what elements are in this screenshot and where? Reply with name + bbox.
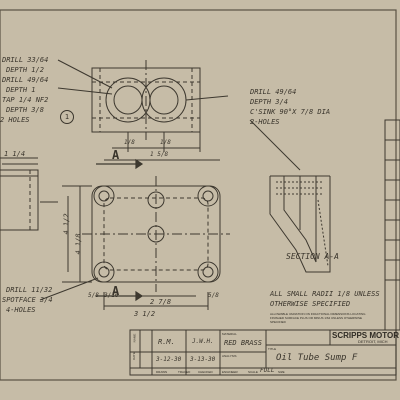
section-mark-bottom: A — [112, 284, 120, 298]
bottom-note-1: DRILL 11/32 — [6, 286, 53, 294]
top-dim-1: 1/8 — [124, 139, 135, 146]
plan-dim-5: 5/8 — [88, 292, 99, 299]
circle-mark: 1 — [60, 110, 74, 124]
footer-drawn: DRAWN — [156, 370, 168, 374]
radii-note-1: ALL SMALL RADII 1/8 UNLESS — [270, 290, 380, 298]
top-dim-3: 1 5/8 — [150, 151, 169, 158]
top-note-7: 2 HOLES — [0, 116, 30, 124]
row-label-date: DATE — [131, 352, 136, 360]
plan-dim-3: 2 7/8 — [150, 298, 172, 306]
section-markers — [96, 158, 144, 302]
drawing-title: Oil Tube Sump F — [276, 353, 358, 363]
plan-dim-7: 5/8 — [208, 292, 219, 299]
drawn-date: 3-12-30 — [156, 356, 182, 363]
traced-date: 3-13-30 — [190, 356, 216, 363]
tolerance-note-3: SPECIFIED — [270, 320, 286, 324]
company-location: DETROIT, MICH — [358, 339, 388, 344]
top-note-2: DEPTH 1/2 — [6, 66, 44, 74]
section-view — [249, 119, 331, 273]
footer-traced: TRACED — [178, 370, 191, 374]
right-note-3: C'SINK 90°X 7/8 DIA — [250, 108, 331, 116]
tolerance-note-1: ALLOWABLE VARIATION ON FRACTIONAL DIMENS… — [270, 312, 366, 316]
radii-note-2: OTHERWISE SPECIFIED — [270, 300, 351, 308]
right-note-1: DRILL 49/64 — [250, 88, 297, 96]
drawn-by: R.M. — [158, 338, 175, 346]
right-note-2: DEPTH 3/4 — [250, 98, 288, 106]
title-block-grid — [129, 329, 397, 376]
material-label: MATERIAL — [222, 332, 237, 336]
plan-dim-6: 3/16 — [104, 292, 119, 299]
top-note-5: TAP 1/4 NF2 — [2, 96, 49, 104]
analysis-label: ANALYSIS — [222, 354, 237, 358]
border-frame — [0, 9, 397, 381]
footer-engineer: ENGINEER — [222, 370, 238, 374]
top-note-6: DEPTH 3/8 — [6, 106, 44, 114]
top-note-3: DRILL 49/64 — [2, 76, 49, 84]
footer-scale: SCALE — [248, 370, 258, 374]
title-label: TITLE — [268, 347, 277, 351]
top-dim-2: 1/8 — [160, 139, 171, 146]
bottom-note-2: SPOTFACE 3/4 — [2, 296, 53, 304]
bottom-note-3: 4-HOLES — [6, 306, 36, 314]
tolerance-note-2: FINISHED SURFACE PLUS OR MINUS 1/64 UNLE… — [270, 316, 362, 320]
traced-by: J.W.H. — [192, 338, 214, 345]
left-side-view — [0, 157, 39, 231]
plan-dim-1: 4 1/2 — [62, 213, 71, 235]
footer-checked: CHECKED — [198, 370, 213, 374]
material-value: RED BRASS — [224, 339, 262, 347]
footer-size: SIZE — [278, 370, 285, 374]
section-label: SECTION A-A — [286, 252, 339, 261]
company-name: SCRIPPS MOTOR — [332, 331, 399, 340]
footer-scale-value: FULL — [260, 367, 275, 374]
plan-dim-4: 3 1/2 — [134, 310, 156, 318]
top-note-1: DRILL 33/64 — [2, 56, 49, 64]
left-dim: 1 1/4 — [4, 150, 26, 158]
section-mark-top: A — [112, 148, 120, 162]
right-note-4: 2-HOLES — [250, 118, 280, 126]
top-note-4: DEPTH 1 — [6, 86, 36, 94]
plan-dim-2: 4 1/8 — [74, 233, 83, 255]
row-label-name: NAME — [132, 333, 137, 343]
top-view — [57, 59, 229, 152]
